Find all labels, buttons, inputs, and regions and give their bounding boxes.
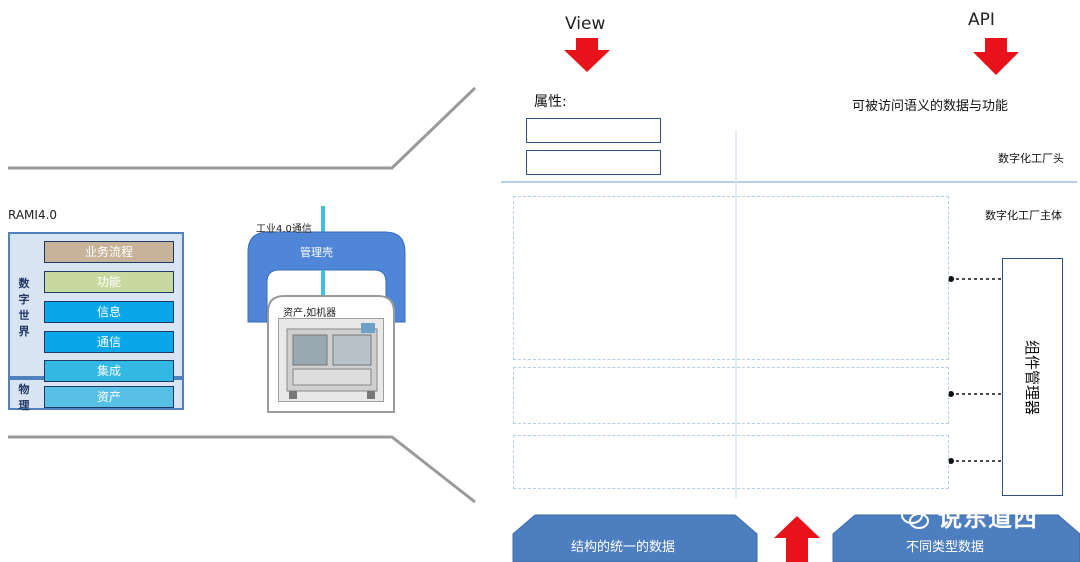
- trapezoid-shape-icon: [750, 442, 790, 482]
- property-line: P4=Link to Complex Data: [521, 323, 689, 338]
- attribute-field-2: [526, 150, 661, 175]
- api-arrow-icon: [973, 38, 1019, 75]
- connector-dot: [948, 391, 954, 397]
- layer-business-process: 业务流程: [44, 241, 174, 263]
- attribute-field-1: [526, 118, 661, 143]
- layer-integration: 集成: [44, 360, 174, 382]
- api-label: API: [968, 10, 995, 30]
- comm-bar-lower: [321, 270, 325, 298]
- attributes-label: 属性:: [534, 94, 567, 110]
- rounded-rect-shape-icon: [857, 380, 909, 408]
- structured-data-label: 结构的统一的数据: [571, 540, 676, 555]
- zoom-line-bottom: [8, 435, 476, 504]
- layer-communication: 通信: [44, 331, 174, 353]
- property-line: P1=Indicator 1: [521, 236, 618, 251]
- submodel-drilling-box: [513, 435, 949, 489]
- view-arrow-icon: [564, 38, 610, 72]
- component-manager-label-wrap: 组件管理器: [1002, 258, 1063, 496]
- component-manager-box: [1002, 258, 1063, 496]
- asset-label: 资产,如机器: [283, 308, 337, 319]
- submodel-safety-box: [513, 367, 949, 424]
- factory-header-label: 数字化工厂头: [998, 152, 1064, 165]
- bottom-left-shape: [512, 514, 758, 562]
- property-line: P3=Link to Function: [521, 304, 652, 319]
- connector-dot: [948, 276, 954, 282]
- layer-asset: 资产: [44, 386, 174, 408]
- triangle-shape-icon: [752, 252, 790, 294]
- industry40-comm-label: 工业4.0通信: [256, 224, 312, 235]
- watermark-text: 说东道西: [938, 504, 1038, 532]
- side-label-digital: 数字世界: [18, 277, 30, 338]
- layer-information: 信息: [44, 301, 174, 323]
- pentagon-shape-icon: [861, 443, 899, 481]
- submodel-energy-box: [513, 196, 949, 360]
- cross-shape-icon: [751, 376, 790, 412]
- machine-image: [278, 318, 384, 402]
- rami-title: RAMI4.0: [8, 208, 58, 222]
- pie-shape-icon: [801, 444, 840, 484]
- submodel-energy-title: SubModel=Energy Efficiency: [521, 217, 708, 232]
- wechat-logo-icon: [900, 503, 930, 533]
- semantic-data-label: 可被访问语义的数据与功能: [852, 99, 1009, 114]
- view-label: View: [565, 14, 606, 34]
- side-label-physical: 物理: [18, 383, 30, 412]
- submodel-safety-title: SubMode2=Safety: [521, 376, 652, 392]
- submodel-drilling-title: SubModel 3=Drilling: [521, 443, 665, 459]
- zoom-line-top: [8, 86, 477, 170]
- diamond-shape-icon: [812, 260, 878, 300]
- parallelogram-shape-icon: [804, 378, 835, 412]
- property-line: P2=Group A: [521, 255, 601, 270]
- up-arrow-icon: [774, 516, 820, 562]
- connector-dot: [948, 458, 954, 464]
- factory-body-label: 数字化工厂主体: [985, 209, 1062, 222]
- bottom-right-shape: [832, 514, 1080, 562]
- hexagon-shape-icon: [884, 258, 932, 300]
- admin-shell-label: 管理壳: [300, 246, 333, 259]
- comm-bar: [321, 206, 325, 236]
- component-manager-label: 组件管理器: [1023, 339, 1042, 415]
- different-data-types-label: 不同类型数据: [906, 540, 985, 555]
- property-subline: P2.2=StatusValue2: [545, 290, 632, 300]
- layer-function: 功能: [44, 271, 174, 293]
- property-subline: P2.1=StatusValue1: [545, 274, 632, 284]
